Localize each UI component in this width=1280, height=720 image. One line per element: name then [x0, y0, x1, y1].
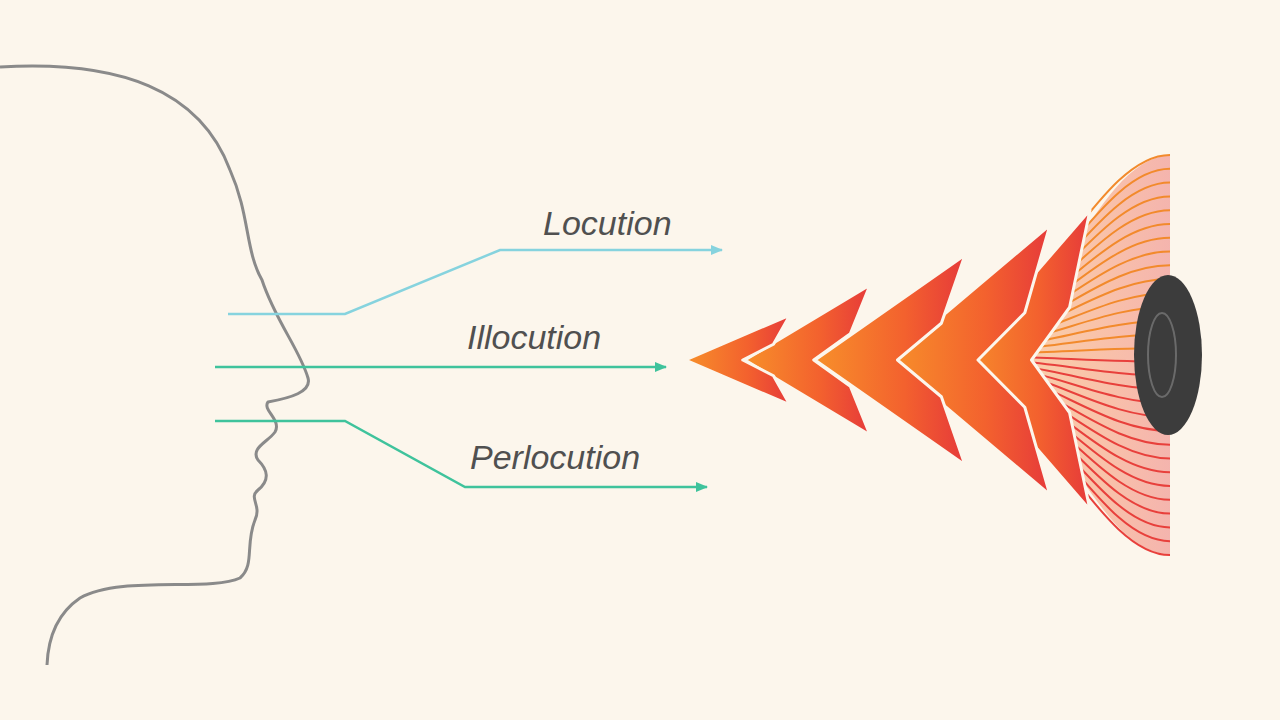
wave-chevron: [685, 315, 790, 405]
illocution-label: Illocution: [467, 320, 601, 354]
head-profile: [0, 66, 308, 665]
sound-wave-chevrons: [685, 210, 1090, 510]
wave-chevron: [815, 255, 965, 465]
locution-arrow: [228, 250, 722, 314]
ear-disc: [1134, 275, 1202, 435]
ear-disc-inner: [1148, 313, 1176, 397]
locution-label: Locution: [543, 206, 672, 240]
perlocution-arrow: [215, 421, 707, 487]
perlocution-label: Perlocution: [470, 440, 640, 474]
illocution-arrow: [215, 366, 666, 369]
wave-chevron: [745, 285, 870, 435]
wave-chevron: [890, 225, 1050, 495]
